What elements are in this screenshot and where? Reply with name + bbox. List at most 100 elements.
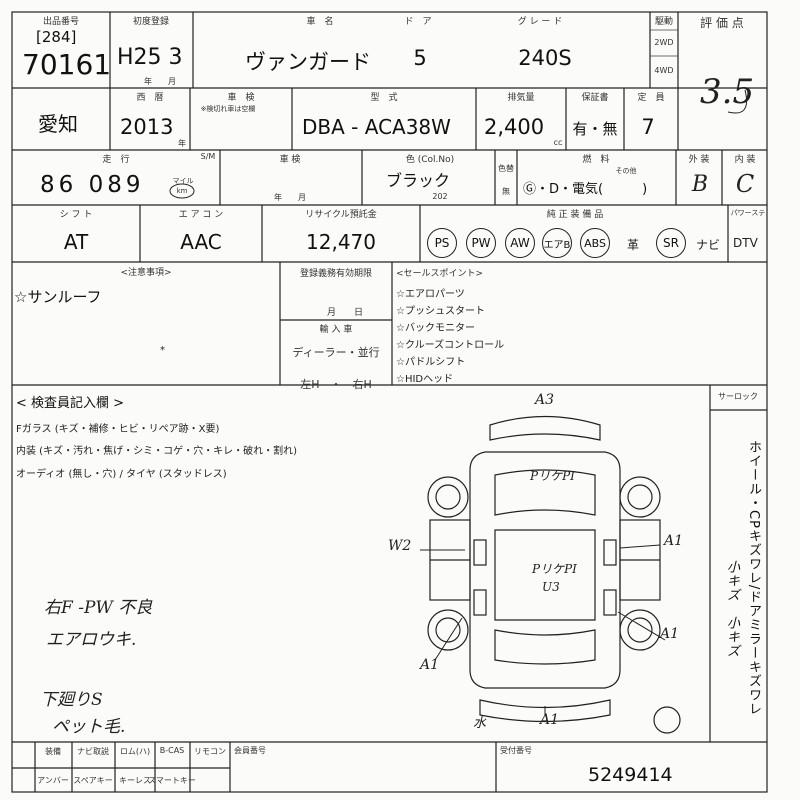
mileage-label: 走 行 [102, 155, 130, 165]
diagram-left-mark: W2 [388, 538, 412, 554]
color-code: 202 [432, 192, 448, 201]
car-name-value: ヴァンガード [245, 50, 371, 74]
fuel-label: 燃 料 [582, 155, 610, 165]
mileage-unit: マイル [172, 177, 194, 185]
member-number-label: 会員番号 [234, 746, 266, 755]
score-label: 評 価 点 [700, 16, 744, 30]
color-label: 色 (Col.No) [405, 155, 455, 165]
color-value: ブラック [385, 171, 451, 190]
registration-units: 月 日 [326, 308, 364, 318]
handwritten-note-2: エアロウキ. [46, 630, 137, 650]
equipment-label: 純 正 装 備 品 [546, 210, 604, 220]
model-label: 型 式 [370, 93, 398, 103]
mileage-stamp: km [176, 187, 188, 195]
inspector-row2: 内装 (キズ・汚れ・焦げ・シミ・コゲ・穴・キレ・破れ・割れ) [16, 446, 297, 457]
diagram-right-mark-2: A1 [660, 626, 680, 642]
pref-value: 愛知 [38, 112, 78, 136]
shift-label: シ フ ト [59, 210, 93, 220]
notes-label: <注意事項> [120, 268, 172, 278]
first-reg-value: H25 3 [117, 45, 183, 70]
sales-point-1: ☆エアロパーツ [396, 289, 465, 300]
color-change-value: 無 [502, 187, 510, 196]
sales-point-4: ☆クルーズコントロール [396, 340, 505, 351]
footer-label-1: 装備 [45, 747, 61, 756]
notes-mark: * [160, 345, 165, 356]
lot-number: 70161 [22, 48, 112, 81]
diagram-left-mark-2: A1 [420, 657, 440, 673]
inspection2-label: 車 検 [279, 155, 301, 165]
equip-aw: AW [505, 228, 535, 258]
handwritten-note-3: 下廻りS [40, 690, 103, 710]
reception-number: 5249414 [588, 764, 673, 786]
footer-label-7: スペアキー [73, 776, 113, 785]
lot-label: 出品番号 [42, 17, 80, 27]
sales-label: <セールスポイント> [396, 269, 484, 279]
handwritten-note-1: 右F -PW 不良 [44, 598, 153, 618]
shaken-sub: ※検切れ車は空欄 [200, 105, 256, 113]
inspection-label: 保証書 [581, 93, 609, 103]
reception-number-label: 受付番号 [500, 746, 532, 755]
footer-label-3: ロム(ハ) [119, 747, 151, 756]
footer-label-8: キーレス [119, 776, 151, 785]
western-value: 2013 [120, 115, 174, 139]
displacement-value: 2,400 [484, 115, 545, 139]
displacement-unit: cc [553, 138, 563, 147]
sales-point-2: ☆プッシュスタート [396, 306, 485, 317]
equip-pw: PW [466, 228, 496, 258]
drive-2wd: 2WD [654, 38, 674, 47]
power-port-label: パワーステ [730, 209, 766, 217]
meter-label: S/M [200, 152, 216, 161]
fuel-value: Ⓖ・D・電気( ) [523, 182, 648, 197]
western-label: 西 暦 [136, 93, 164, 103]
recycle-label: リサイクル預託金 [305, 210, 377, 220]
footer-label-5: リモコン [194, 747, 226, 756]
diagram-right-mark-1: A1 [664, 533, 684, 549]
doors-label: ド ア [404, 17, 432, 27]
shaken-units: 年 月 [274, 193, 306, 202]
footer-label-6: アンバー [37, 776, 69, 785]
interior-label: 内 装 [734, 155, 756, 165]
equip-ps: PS [427, 228, 457, 258]
diagram-body-mark-2: U3 [542, 580, 560, 594]
grade-value: 240S [518, 46, 572, 70]
inspector-row1: Fガラス (キズ・補修・ヒビ・リペア跡・X要) [16, 424, 220, 435]
warranty-value: 有・無 [572, 120, 618, 138]
mileage-value: 86 089 [40, 172, 145, 198]
notes-value: ☆サンルーフ [14, 288, 102, 306]
interior-value: C [735, 170, 755, 198]
shift-value: AT [63, 230, 89, 254]
shaken-label: 車 検 [227, 93, 255, 103]
fuel-other-label: その他 [615, 167, 637, 175]
model-value: DBA - ACA38W [302, 115, 451, 139]
footer-label-2: ナビ取説 [77, 747, 109, 756]
equip-sr: SR [656, 228, 686, 258]
diagram-body-mark: PリケPI [532, 562, 577, 576]
sales-point-5: ☆パドルシフト [396, 357, 466, 368]
equip-dtv: DTV [733, 236, 758, 250]
recycle-value: 12,470 [306, 230, 376, 254]
equip-airbag: エアB [542, 228, 572, 258]
diagram-top-mark: A3 [535, 392, 555, 408]
first-reg-label: 初度登録 [132, 17, 170, 27]
exterior-label: 外 装 [688, 155, 710, 165]
grade-label: グ レ ー ド [517, 17, 563, 27]
side-note: ホイール・CPキズワレ/ドアミラーキズワレ [746, 440, 761, 717]
drive-4wd: 4WD [654, 66, 674, 75]
exterior-value: B [691, 172, 709, 197]
footer-label-4: B-CAS [159, 746, 185, 755]
first-reg-units: 年 月 [144, 77, 176, 86]
aircon-value: AAC [180, 230, 222, 254]
diagram-bottom-water: 水 [473, 716, 487, 731]
registration-label: 登録義務有効期限 [299, 269, 373, 279]
score-value: 3.5 [700, 72, 755, 112]
aircon-label: エ ア コ ン [178, 210, 224, 220]
car-diagram [427, 415, 681, 734]
steering: 左H ・ 右H [300, 378, 372, 391]
diagram-roof-mark: PリケPI [530, 469, 575, 483]
doors-value: 5 [413, 46, 427, 70]
western-unit: 年 [178, 139, 186, 148]
inspector-row3: オーディオ (無し・穴) / タイヤ (スタッドレス) [16, 469, 227, 480]
sales-point-6: ☆HIDヘッド [396, 374, 454, 385]
